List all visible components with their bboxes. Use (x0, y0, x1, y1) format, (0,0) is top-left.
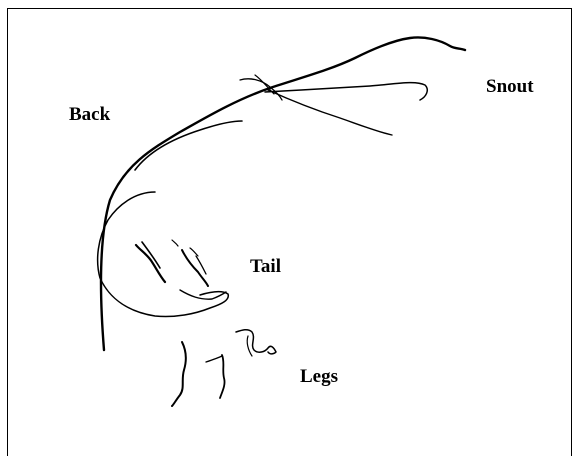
label-tail: Tail (250, 256, 281, 278)
snout-outline-stroke (265, 83, 427, 100)
label-back: Back (69, 104, 110, 126)
tail-stroke-1 (136, 245, 165, 282)
tail-stroke-3 (182, 250, 208, 286)
label-snout: Snout (486, 76, 534, 98)
label-legs: Legs (300, 366, 338, 388)
leg-stroke-2 (220, 355, 225, 398)
leg-stroke-5 (247, 336, 252, 356)
jaw-stroke (268, 90, 392, 135)
leg-stroke-1 (172, 342, 186, 406)
back-outline-stroke (101, 37, 465, 350)
leg-stroke-4 (236, 330, 276, 354)
leg-stroke-3 (206, 356, 222, 362)
tail-stroke-2 (142, 242, 160, 268)
belly-stroke (98, 192, 229, 317)
